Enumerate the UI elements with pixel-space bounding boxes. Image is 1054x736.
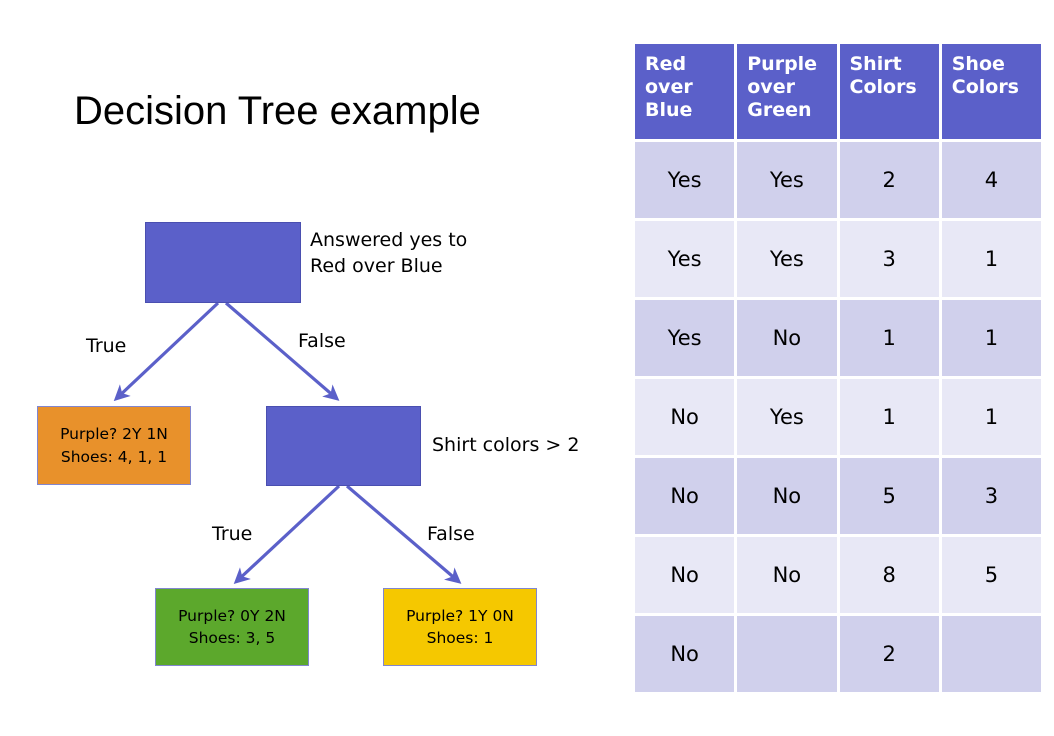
- leaf-node-orange-line2: Shoes: 4, 1, 1: [60, 447, 168, 466]
- page-title: Decision Tree example: [74, 89, 481, 133]
- table-row: No No 8 5: [635, 537, 1041, 613]
- edge-label-branch-false: False: [427, 523, 475, 545]
- table-cell: 1: [941, 379, 1041, 455]
- table-cell: Yes: [737, 379, 837, 455]
- table-cell: 1: [941, 221, 1041, 297]
- data-table: Red over Blue Purple over Green Shirt Co…: [632, 41, 1044, 695]
- leaf-node-orange[interactable]: Purple? 2Y 1N Shoes: 4, 1, 1: [37, 406, 191, 485]
- table-cell: No: [635, 616, 735, 692]
- table-cell: Yes: [737, 142, 837, 218]
- leaf-node-green-line1: Purple? 0Y 2N: [178, 606, 286, 625]
- decision-node-branch[interactable]: [266, 406, 421, 486]
- leaf-node-orange-line1: Purple? 2Y 1N: [60, 425, 168, 444]
- table-cell: 5: [839, 458, 939, 534]
- table-header-cell: Purple over Green: [737, 44, 837, 139]
- table-cell: 1: [839, 379, 939, 455]
- table-row: Yes Yes 3 1: [635, 221, 1041, 297]
- table-cell: Yes: [635, 142, 735, 218]
- table-cell: 8: [839, 537, 939, 613]
- table-cell: Yes: [635, 221, 735, 297]
- decision-node-root[interactable]: [145, 222, 301, 303]
- leaf-node-green[interactable]: Purple? 0Y 2N Shoes: 3, 5: [155, 588, 309, 666]
- table-header-cell: Red over Blue: [635, 44, 735, 139]
- table-cell: Yes: [635, 300, 735, 376]
- table-row: No Yes 1 1: [635, 379, 1041, 455]
- table-cell: 3: [941, 458, 1041, 534]
- root-annotation: Answered yes to Red over Blue: [310, 229, 468, 277]
- table-cell: No: [737, 300, 837, 376]
- table-cell: 2: [839, 142, 939, 218]
- table-cell: 1: [941, 300, 1041, 376]
- edge-label-root-false: False: [298, 330, 346, 352]
- table-cell: 2: [839, 616, 939, 692]
- table-header-cell: Shirt Colors: [839, 44, 939, 139]
- leaf-node-yellow-line1: Purple? 1Y 0N: [406, 606, 514, 625]
- table-row: Yes No 1 1: [635, 300, 1041, 376]
- edge-label-root-true: True: [86, 335, 127, 357]
- table-cell: No: [737, 537, 837, 613]
- table-header-row: Red over Blue Purple over Green Shirt Co…: [635, 44, 1041, 139]
- table-row: No No 5 3: [635, 458, 1041, 534]
- table-cell: 3: [839, 221, 939, 297]
- edge-label-branch-true: True: [212, 523, 253, 545]
- table-cell: No: [737, 458, 837, 534]
- table-cell: No: [635, 379, 735, 455]
- edge-root-true: [113, 301, 220, 402]
- table-header-cell: Shoe Colors: [941, 44, 1041, 139]
- table-cell: 4: [941, 142, 1041, 218]
- table-cell: No: [635, 537, 735, 613]
- leaf-node-yellow[interactable]: Purple? 1Y 0N Shoes: 1: [383, 588, 537, 666]
- table-cell: [941, 616, 1041, 692]
- leaf-node-green-line2: Shoes: 3, 5: [188, 629, 276, 647]
- branch-annotation: Shirt colors > 2: [432, 434, 580, 456]
- table-cell: 5: [941, 537, 1041, 613]
- table-cell: Yes: [737, 221, 837, 297]
- table-cell: No: [635, 458, 735, 534]
- leaf-node-yellow-line2: Shoes: 1: [426, 629, 494, 647]
- table-row: No 2: [635, 616, 1041, 692]
- table-row: Yes Yes 2 4: [635, 142, 1041, 218]
- table-cell: [737, 616, 837, 692]
- table-cell: 1: [839, 300, 939, 376]
